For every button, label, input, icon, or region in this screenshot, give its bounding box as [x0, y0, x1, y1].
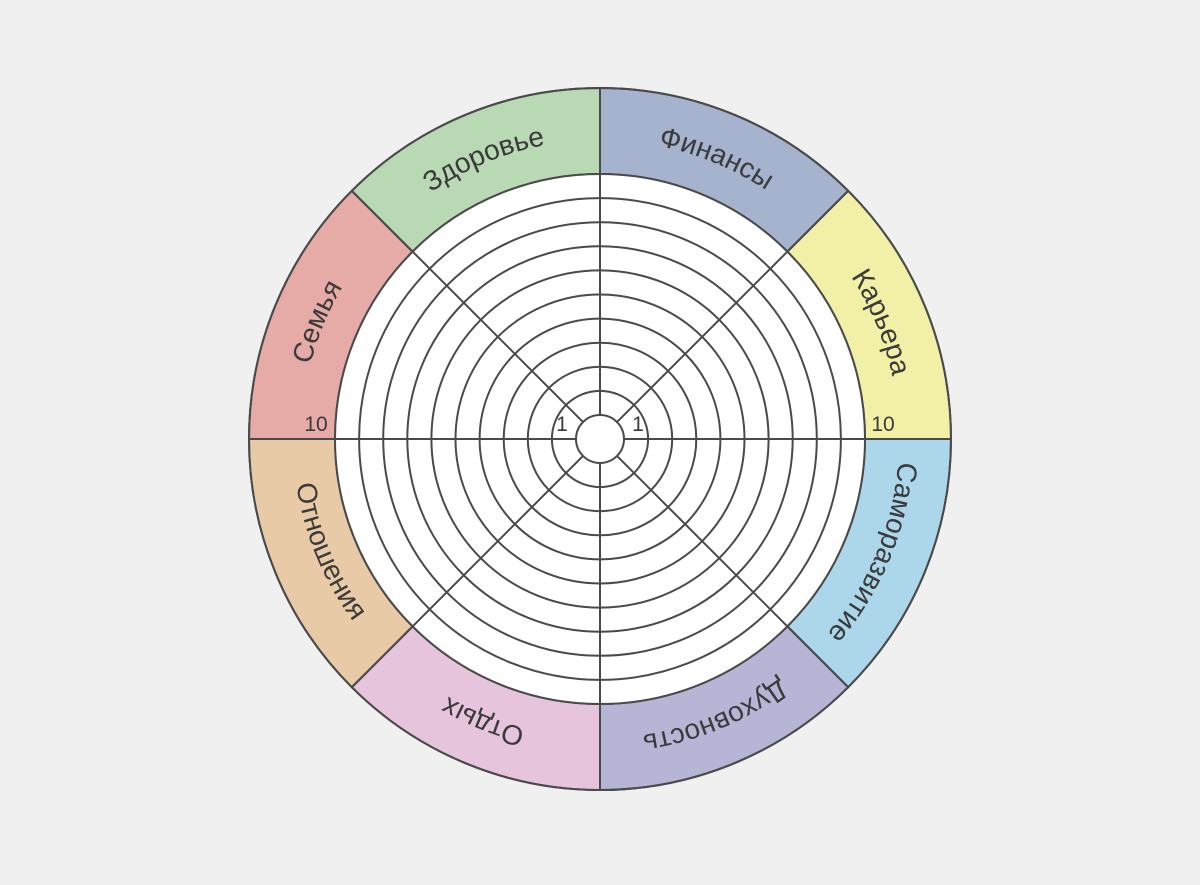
center-hub: [575, 414, 625, 464]
scale-max-label-right: 10: [871, 413, 894, 436]
scale-max-label-left: 10: [304, 413, 327, 436]
spoke-4: [616, 455, 849, 688]
spoke-2: [616, 190, 849, 423]
scale-min-label-right: 1: [632, 413, 644, 436]
spoke-8: [351, 190, 584, 423]
scale-min-label-left: 1: [556, 413, 568, 436]
spoke-6: [351, 455, 584, 688]
